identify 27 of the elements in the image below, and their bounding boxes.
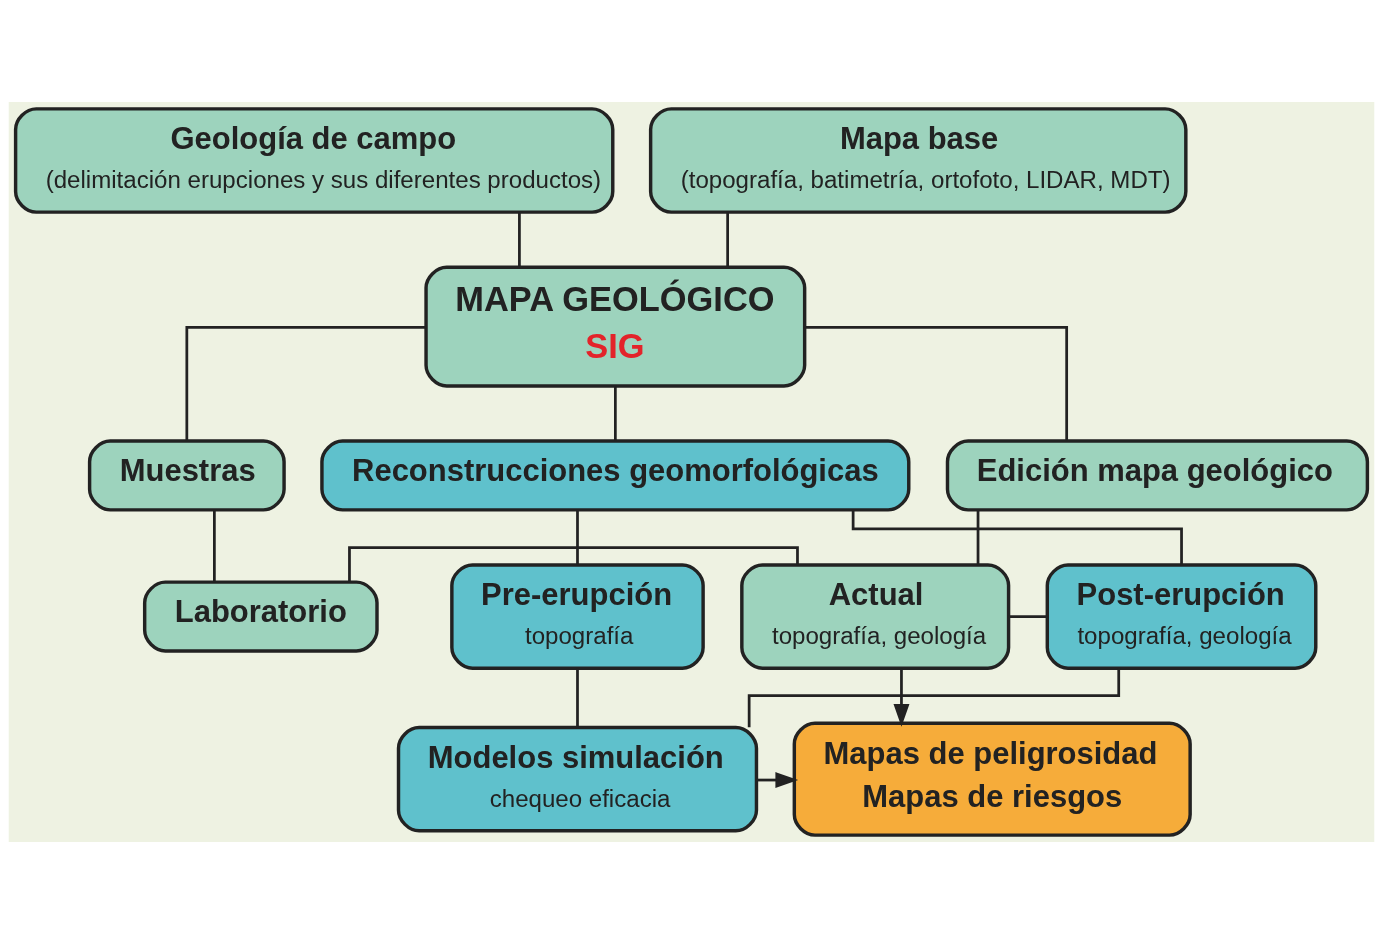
connector	[726, 212, 729, 267]
node-box: Edición mapa geológico	[945, 439, 1370, 512]
connector	[576, 668, 579, 728]
connector	[185, 326, 426, 441]
connector	[804, 326, 1069, 441]
node-box: Reconstrucciones geomorfológicas	[320, 439, 911, 512]
connector	[518, 212, 521, 267]
connector	[576, 510, 579, 565]
node-box: Mapas de peligrosidad Mapas de riesgos	[792, 721, 1192, 837]
connector	[613, 386, 617, 441]
node-box: Laboratorio	[142, 580, 379, 653]
node-box: Muestras	[87, 439, 286, 512]
connector	[1008, 615, 1048, 618]
arrow	[893, 668, 910, 727]
node-box: Post-erupción topografía, geología	[1045, 563, 1318, 670]
arrow	[757, 772, 799, 788]
connector	[976, 510, 980, 565]
node-box: Pre-erupción topografía	[450, 563, 705, 670]
node-box: Modelos simulación chequeo eficacia	[396, 725, 759, 833]
connector	[348, 546, 799, 582]
connector	[213, 510, 216, 583]
node-box: MAPA GEOLÓGICO SIG	[424, 265, 807, 388]
connector	[747, 668, 1121, 728]
node-box: Geología de campo (delimitación erupciones y sus diferentes productos)	[13, 107, 615, 214]
node-box: Actual topografía, geología	[740, 563, 1011, 670]
node-box: Mapa base (topografía, batimetría, ortofoto, LIDAR, MDT)	[648, 107, 1188, 214]
connector	[851, 510, 1183, 565]
